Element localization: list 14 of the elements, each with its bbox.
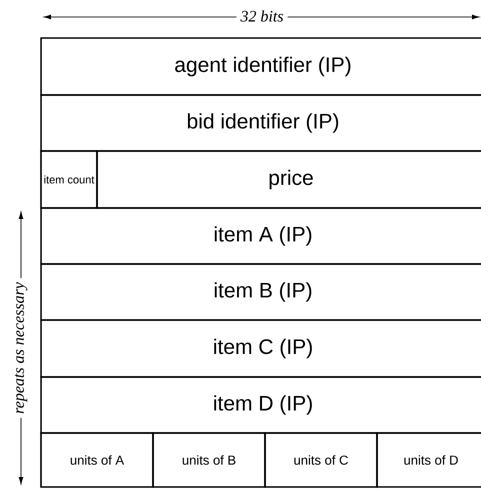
field-box: item D (IP) — [40, 376, 481, 434]
field-box: item C (IP) — [40, 319, 481, 378]
dimension-line: 32 bits — [44, 9, 480, 23]
field-box: item count — [40, 150, 98, 209]
field-box: units of D — [376, 432, 481, 488]
dimension-line: repeats as necessary — [14, 212, 28, 484]
field-box: bid identifier (IP) — [40, 94, 481, 152]
field-box: units of A — [40, 432, 154, 488]
field-box: units of B — [152, 432, 266, 488]
field-box: price — [96, 150, 481, 209]
field-box: units of C — [264, 432, 378, 488]
field-box: item B (IP) — [40, 263, 481, 321]
field-box: agent identifier (IP) — [40, 37, 481, 96]
field-box: item A (IP) — [40, 207, 481, 265]
